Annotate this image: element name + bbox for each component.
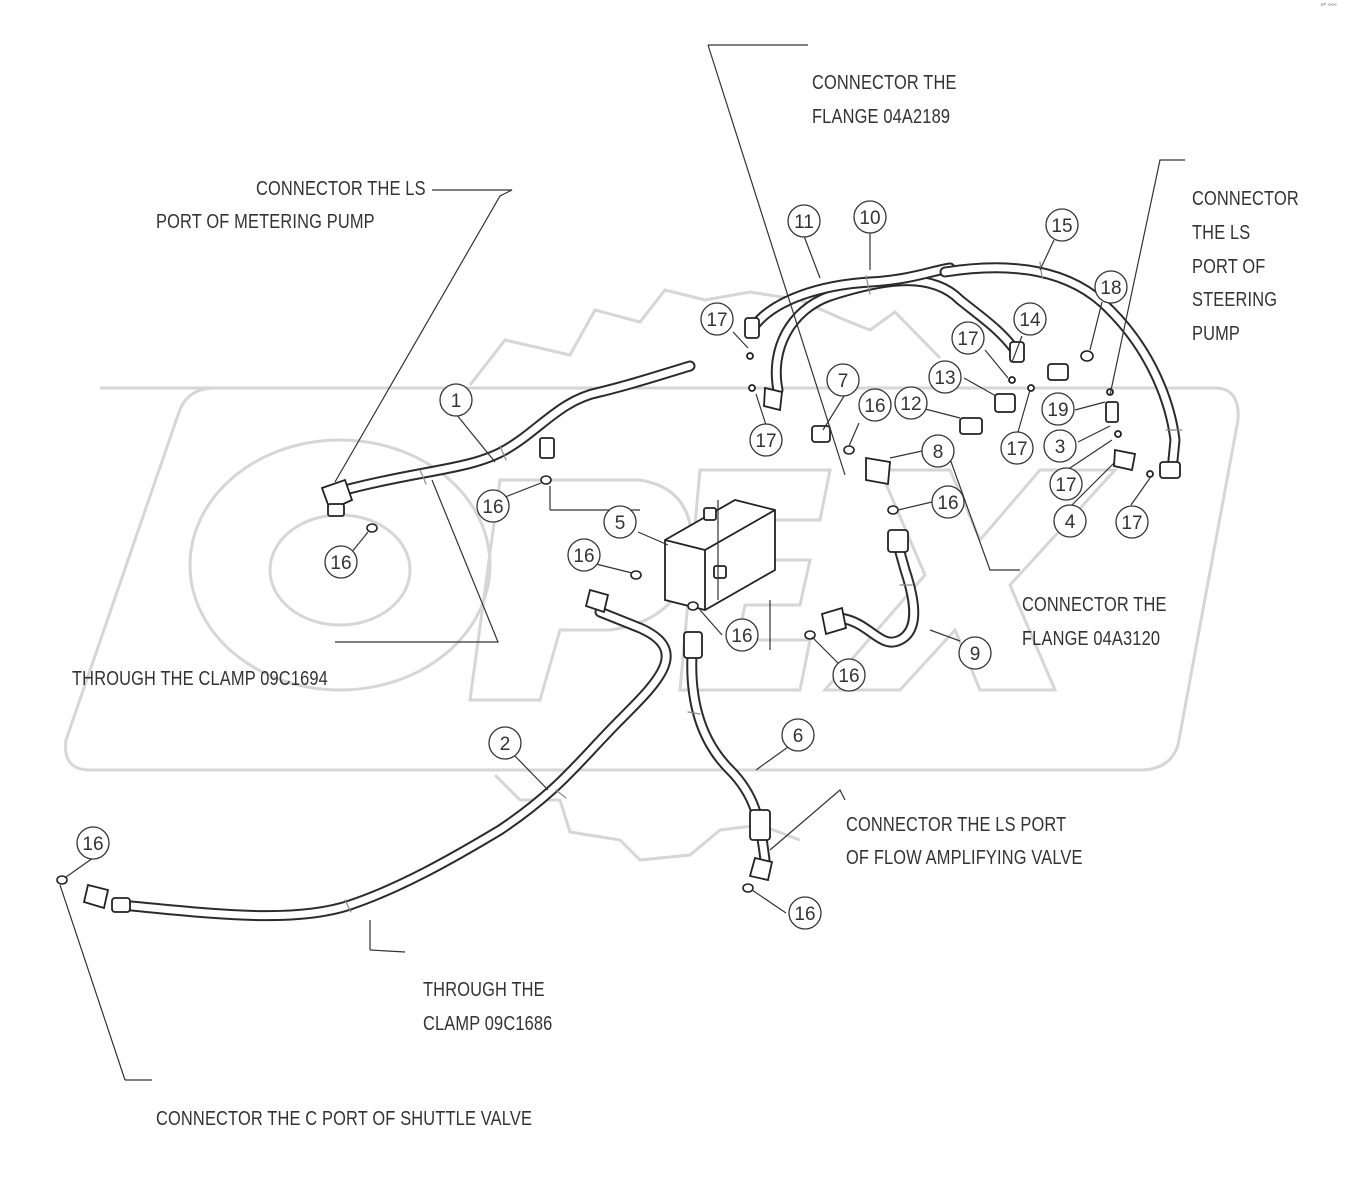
o-rings xyxy=(56,350,1154,893)
label-clamp-09c1694: THROUGH THE CLAMP 09C1694 xyxy=(72,668,328,690)
balloon-17-top: 17 xyxy=(700,302,734,336)
label-steering-pump-line3: PORT OF xyxy=(1192,256,1266,278)
callout-balloons: 1 2 3 4 5 6 7 8 9 10 11 12 13 14 15 16 1… xyxy=(76,200,1149,930)
balloon-6: 6 xyxy=(781,718,815,752)
hose-15 xyxy=(939,261,1183,476)
svg-text:16: 16 xyxy=(838,666,859,687)
svg-text:16: 16 xyxy=(573,546,594,567)
svg-text:16: 16 xyxy=(794,904,815,925)
balloon-1: 1 xyxy=(439,383,473,417)
svg-text:14: 14 xyxy=(1019,310,1041,331)
balloon-8: 8 xyxy=(921,434,955,468)
balloon-11: 11 xyxy=(787,204,821,238)
label-flange-04a2189-line2: FLANGE 04A2189 xyxy=(812,106,951,128)
balloon-7: 7 xyxy=(826,363,860,397)
label-steering-pump-line5: PUMP xyxy=(1192,323,1241,345)
balloon-4: 4 xyxy=(1053,504,1087,538)
label-flange-04a3120-line1: CONNECTOR THE xyxy=(1022,594,1167,616)
label-shuttle-valve: CONNECTOR THE C PORT OF SHUTTLE VALVE xyxy=(156,1108,533,1130)
svg-text:16: 16 xyxy=(330,553,351,574)
label-metering-pump-line2: PORT OF METERING PUMP xyxy=(156,211,375,233)
leader-lines xyxy=(59,44,1185,1081)
svg-text:16: 16 xyxy=(864,396,885,417)
svg-text:17: 17 xyxy=(957,329,978,350)
balloon-18: 18 xyxy=(1094,270,1128,304)
balloon-16-flow: 16 xyxy=(788,896,822,930)
balloon-15: 15 xyxy=(1045,208,1079,242)
svg-text:16: 16 xyxy=(937,493,958,514)
svg-text:11: 11 xyxy=(794,212,814,233)
hose-11 xyxy=(749,262,956,331)
svg-text:10: 10 xyxy=(859,208,880,229)
balloon-16-port: 16 xyxy=(725,618,759,652)
svg-text:13: 13 xyxy=(934,368,955,389)
hose-2 xyxy=(114,606,672,922)
svg-text:9: 9 xyxy=(970,644,981,665)
corner-mark: ᵒᴾ ᵉᵉᵉ xyxy=(1320,2,1337,10)
label-metering-pump-line1: CONNECTOR THE LS xyxy=(256,178,426,200)
svg-text:17: 17 xyxy=(1055,475,1076,496)
svg-text:17: 17 xyxy=(706,310,727,331)
label-clamp-09c1686-line1: THROUGH THE xyxy=(423,979,545,1001)
balloon-16-meter: 16 xyxy=(324,545,358,579)
label-flow-valve-line1: CONNECTOR THE LS PORT xyxy=(846,814,1067,836)
svg-text:1: 1 xyxy=(451,391,462,412)
svg-text:17: 17 xyxy=(1121,513,1142,534)
hose-9 xyxy=(834,539,920,648)
label-steering-pump-line1: CONNECTOR xyxy=(1192,188,1299,210)
svg-text:19: 19 xyxy=(1047,400,1068,421)
svg-text:15: 15 xyxy=(1051,216,1072,237)
svg-text:16: 16 xyxy=(482,497,503,518)
label-flange-04a3120-line2: FLANGE 04A3120 xyxy=(1022,628,1161,650)
balloon-17-center: 17 xyxy=(1000,431,1034,465)
label-flange-04a2189-line1: CONNECTOR THE xyxy=(812,72,957,94)
svg-text:18: 18 xyxy=(1100,278,1121,299)
balloon-17-far: 17 xyxy=(1115,505,1149,539)
label-steering-pump-line4: STEERING xyxy=(1192,289,1278,311)
balloon-10: 10 xyxy=(853,200,887,234)
svg-text:7: 7 xyxy=(838,371,849,392)
svg-text:17: 17 xyxy=(1006,439,1027,460)
balloon-5: 5 xyxy=(603,505,637,539)
svg-text:4: 4 xyxy=(1065,512,1076,533)
svg-text:17: 17 xyxy=(755,431,776,452)
svg-text:8: 8 xyxy=(933,442,944,463)
balloon-16-hose9: 16 xyxy=(832,658,866,692)
balloon-16-hose1: 16 xyxy=(476,489,510,523)
svg-text:16: 16 xyxy=(82,834,103,855)
balloon-19: 19 xyxy=(1041,392,1075,426)
balloon-9: 9 xyxy=(958,636,992,670)
balloon-13: 13 xyxy=(928,360,962,394)
svg-text:16: 16 xyxy=(731,626,752,647)
label-steering-pump-line2: THE LS xyxy=(1192,222,1251,244)
svg-text:6: 6 xyxy=(793,726,804,747)
balloon-12: 12 xyxy=(894,386,928,420)
svg-text:12: 12 xyxy=(900,394,921,415)
balloon-17-mid: 17 xyxy=(951,321,985,355)
balloon-16-fit7: 16 xyxy=(858,388,892,422)
balloon-2: 2 xyxy=(488,726,522,760)
svg-text:5: 5 xyxy=(615,513,626,534)
hose-1 xyxy=(339,360,696,496)
balloon-16-block: 16 xyxy=(567,538,601,572)
svg-text:3: 3 xyxy=(1055,437,1066,458)
svg-text:2: 2 xyxy=(500,734,511,755)
balloon-3: 3 xyxy=(1043,429,1077,463)
balloon-16-elbow8: 16 xyxy=(931,485,965,519)
balloon-16-shuttle: 16 xyxy=(76,826,110,860)
fittings xyxy=(82,317,1181,913)
balloon-17-left: 17 xyxy=(749,423,783,457)
balloon-17-right: 17 xyxy=(1049,467,1083,501)
label-clamp-09c1686-line2: CLAMP 09C1686 xyxy=(423,1013,553,1035)
label-flow-valve-line2: OF FLOW AMPLIFYING VALVE xyxy=(846,847,1083,869)
balloon-14: 14 xyxy=(1013,302,1047,336)
